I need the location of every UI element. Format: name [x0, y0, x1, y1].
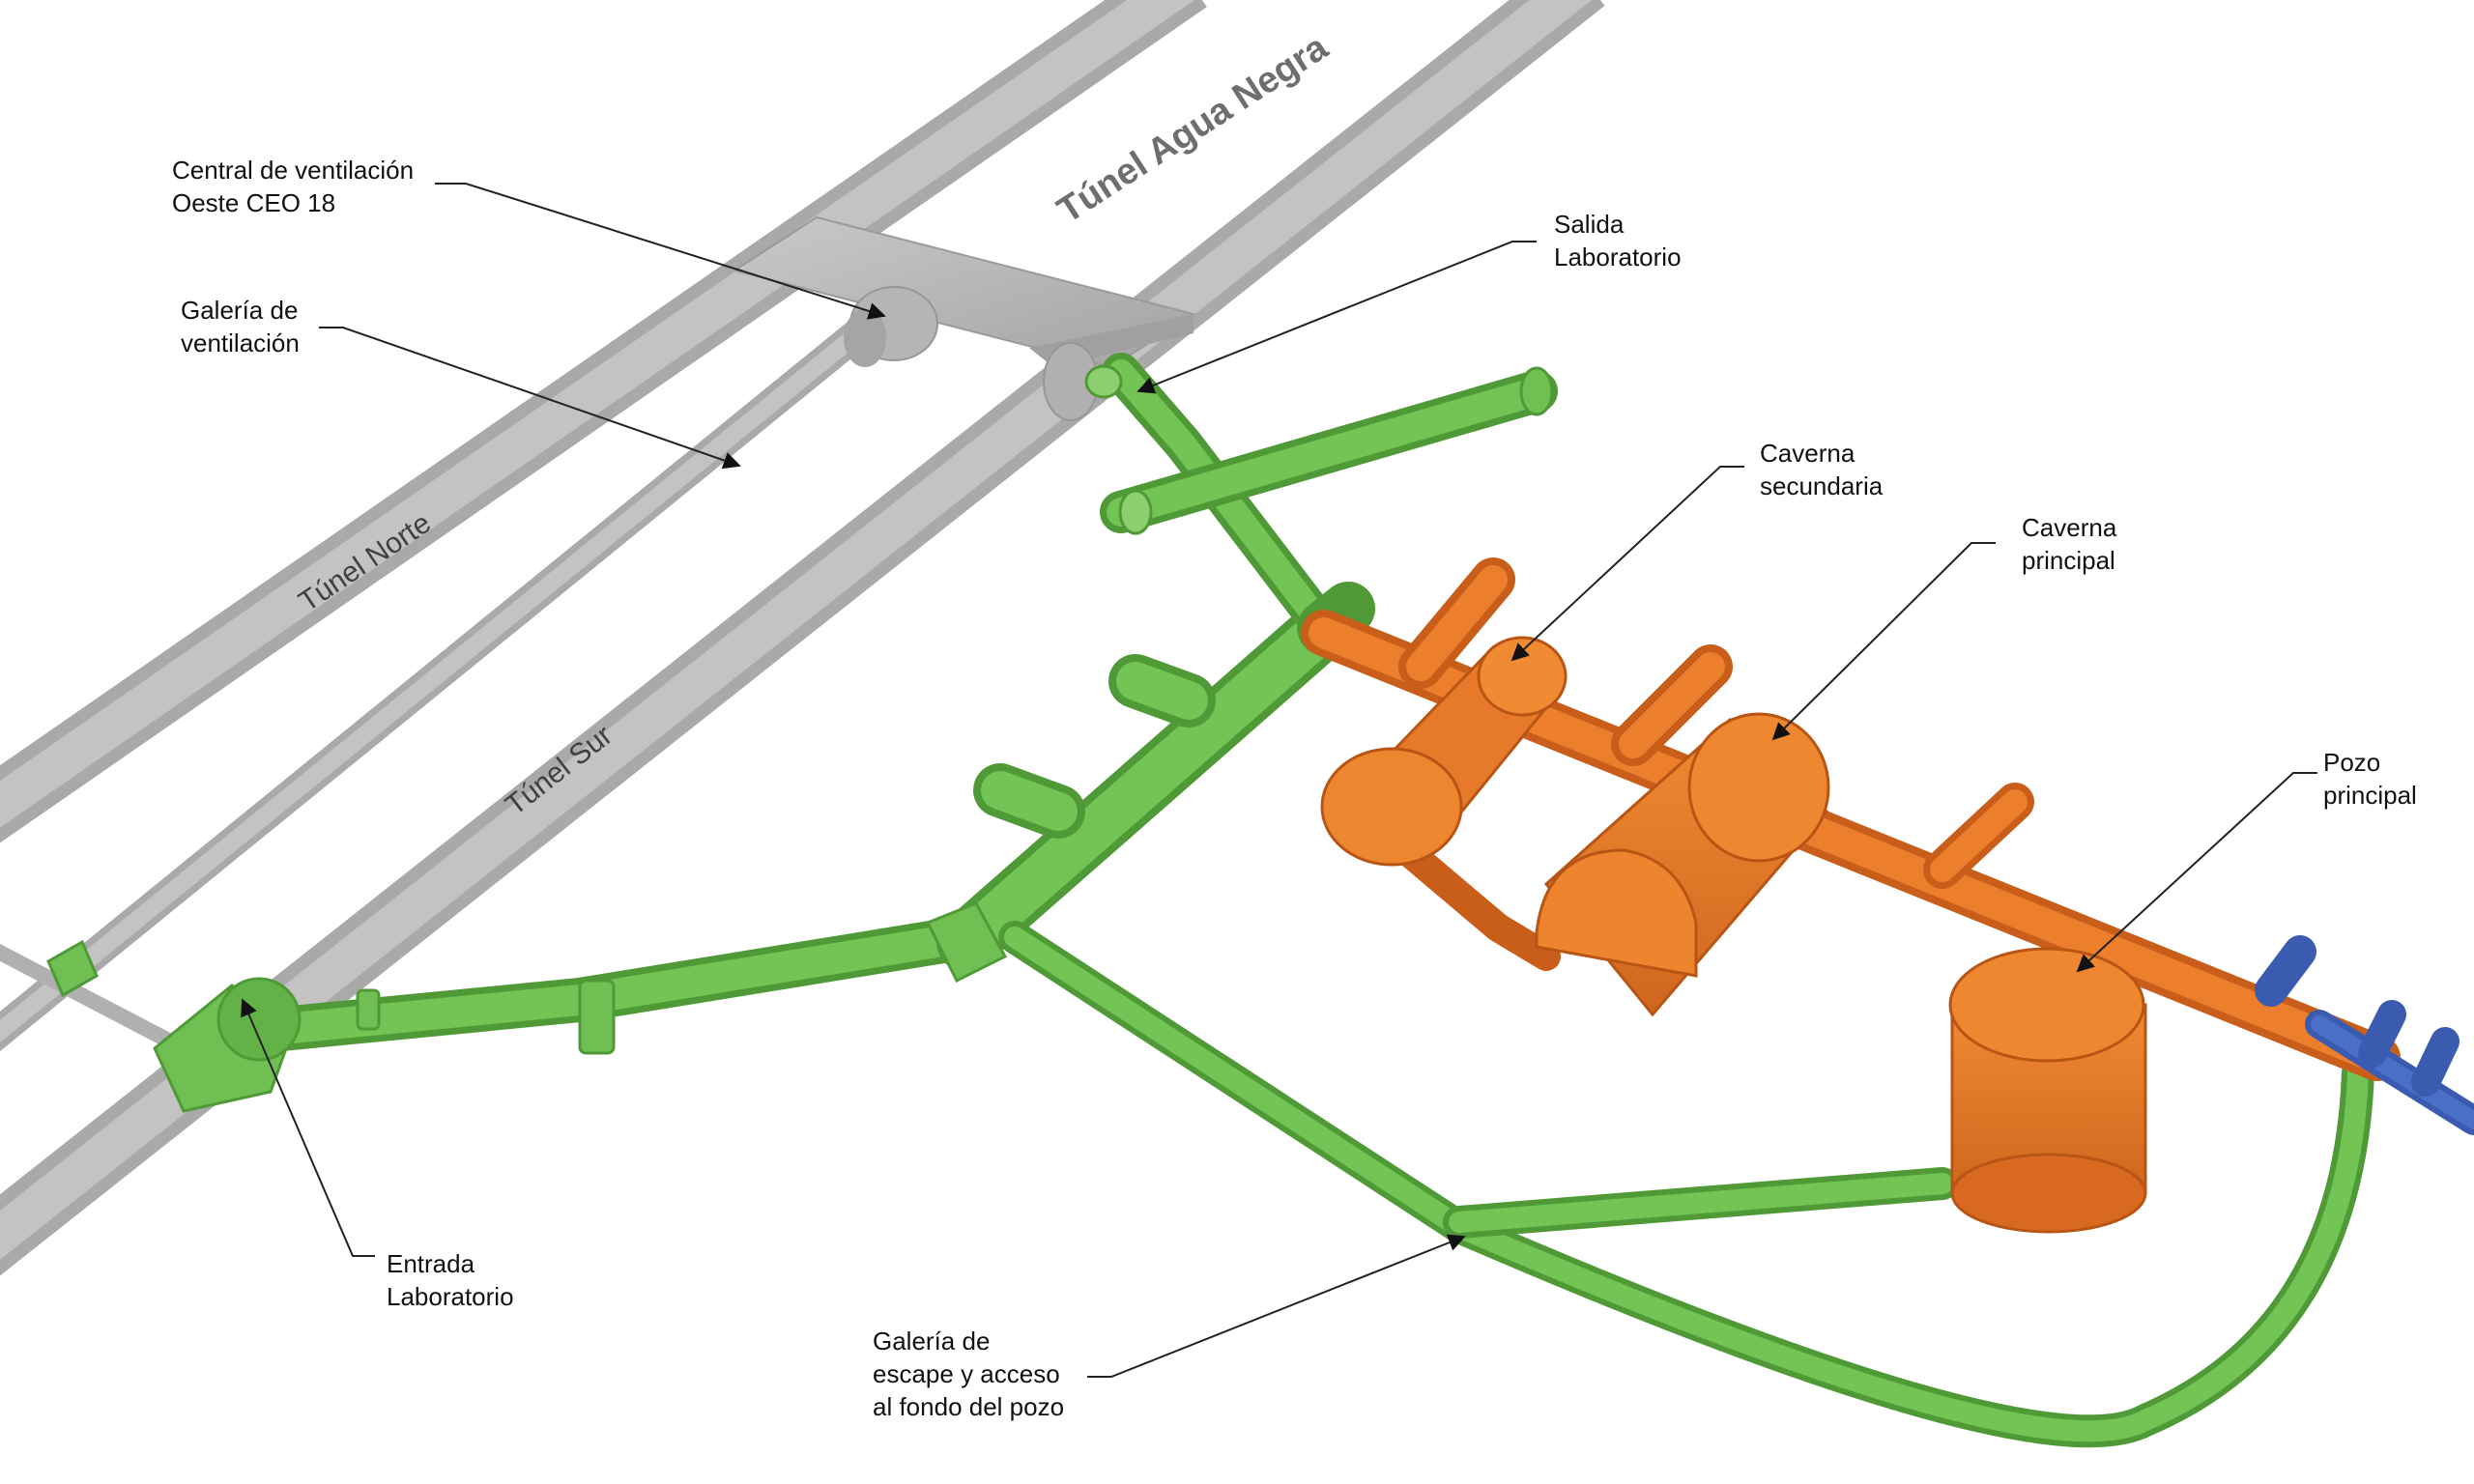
- callout-galeria-ventilacion: Galería de ventilación: [181, 296, 305, 357]
- callout-salida-laboratorio: Salida Laboratorio: [1554, 210, 1682, 271]
- callout-caverna-principal: Caverna principal: [2022, 513, 2124, 575]
- callout-pozo-principal: Pozo principal: [2323, 748, 2417, 810]
- callout-entrada-laboratorio: Entrada Laboratorio: [387, 1249, 514, 1311]
- auxiliary-galleries: [2255, 935, 2474, 1135]
- access-galleries: [210, 353, 2374, 1448]
- callout-caverna-secundaria: Caverna secundaria: [1760, 439, 1884, 500]
- pozo-principal: [1948, 947, 2147, 1234]
- callout-central-ventilacion: Central de ventilación Oeste CEO 18: [172, 156, 420, 217]
- laboratory: [1301, 557, 2401, 1081]
- leader-lines: [241, 183, 2317, 1378]
- callout-galeria-escape: Galería de escape y acceso al fondo del …: [873, 1327, 1067, 1421]
- galeria-escape: [998, 921, 2374, 1448]
- caverna-secundaria: [1320, 636, 1568, 867]
- caverna-principal: [1535, 712, 1830, 1017]
